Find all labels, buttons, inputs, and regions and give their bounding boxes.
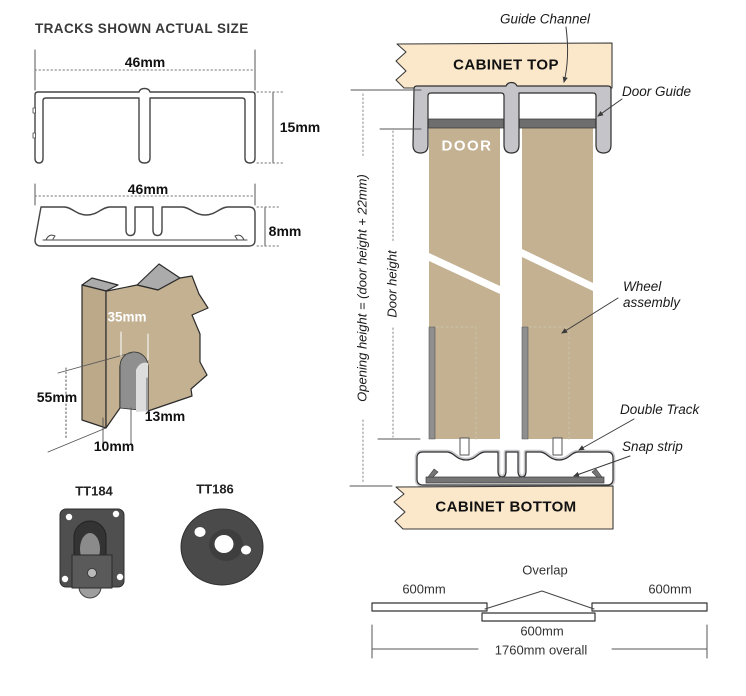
wheel-assembly-callout-line1: Wheel — [623, 279, 662, 294]
door-height-dimension: Door height — [384, 250, 400, 318]
double-track-callout: Double Track — [620, 402, 700, 417]
slot-depth-label: 13mm — [144, 408, 186, 424]
door-label: DOOR — [441, 137, 493, 155]
snap-strip-callout: Snap strip — [622, 439, 683, 454]
slot-top-width-label: 35mm — [107, 309, 147, 325]
product-label-tt184: TT184 — [75, 483, 113, 499]
cabinet-assembly — [349, 26, 635, 530]
tt184-product — [59, 508, 125, 599]
bottom-track-width-label: 46mm — [127, 181, 169, 197]
edge-height-label: 55mm — [36, 389, 78, 405]
overall-width: 1760mm overall — [494, 642, 588, 658]
guide-channel-callout: Guide Channel — [499, 11, 591, 27]
right-door-width: 600mm — [648, 581, 692, 597]
slot-bottom-width-label: 10mm — [93, 438, 135, 454]
left-door-width: 600mm — [402, 581, 446, 597]
cabinet-top-label: CABINET TOP — [453, 56, 559, 74]
top-track-height-label: 15mm — [279, 119, 321, 135]
wheel-assembly-callout-line2: assembly — [623, 295, 681, 310]
door-guide-callout: Door Guide — [622, 84, 692, 99]
page-title: TRACKS SHOWN ACTUAL SIZE — [35, 21, 249, 36]
top-track-width-label: 46mm — [124, 54, 166, 70]
cabinet-bottom-label: CABINET BOTTOM — [435, 498, 577, 516]
center-door-width: 600mm — [520, 623, 564, 639]
top-track-profile — [32, 49, 286, 164]
door-corner-detail — [47, 263, 209, 453]
tt186-product — [180, 508, 264, 586]
overlap-title: Overlap — [522, 562, 568, 578]
bottom-track-profile — [34, 183, 281, 247]
bottom-track-height-label: 8mm — [268, 223, 302, 239]
product-label-tt186: TT186 — [196, 481, 234, 497]
opening-height-dimension: Opening height = (door height + 22mm) — [354, 174, 370, 402]
overlap-diagram — [371, 590, 708, 659]
